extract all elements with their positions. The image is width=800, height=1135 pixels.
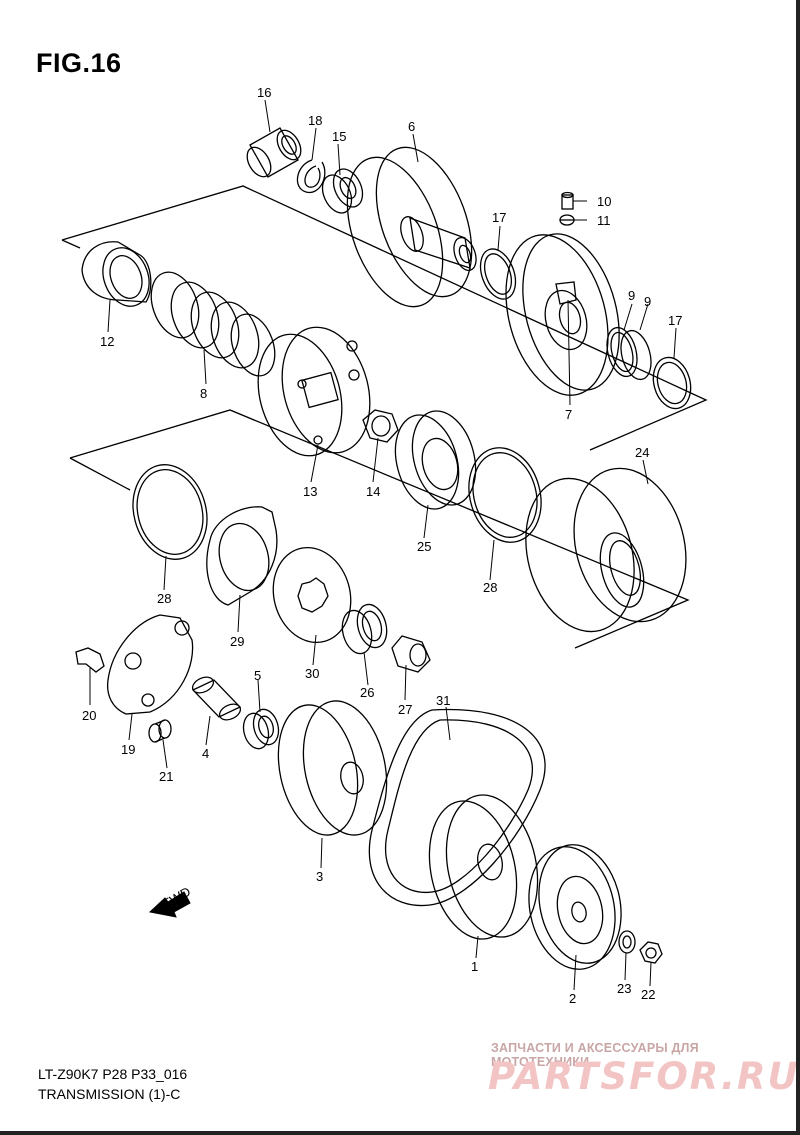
leader-lines [89,99,677,991]
callout-5: 5 [254,668,261,683]
callout-10: 10 [597,194,611,209]
callout-7: 7 [565,407,572,422]
callout-3: 3 [316,869,323,884]
part-circlip [296,159,326,194]
part-drive-nut [639,941,663,964]
part-bushing [341,603,388,655]
part-spacer [391,635,431,673]
watermark-logo: PARTSFOR.RU [488,1055,800,1098]
part-clutch-housing-inner [394,410,477,510]
part-washer [618,930,636,954]
callout-25: 25 [417,539,431,554]
part-drive-face-movable [277,700,388,836]
callout-30: 30 [305,666,319,681]
assembly-outline-lower [69,409,690,649]
callout-14: 14 [366,484,380,499]
part-guide-roller [559,214,575,226]
frame-edge-right [796,0,800,1135]
callout-1: 1 [471,959,478,974]
callout-20: 20 [82,708,96,723]
part-needle-bearing [246,127,302,178]
model-code: LT-Z90K7 P28 P33_016 [38,1066,188,1082]
callout-28a: 28 [483,580,497,595]
assembly-outline-upper [61,185,708,451]
callout-18: 18 [308,113,322,128]
callout-6: 6 [408,119,415,134]
part-spring-seat [81,241,152,307]
watermark-tagline: ЗАПЧАСТИ И АКСЕССУАРЫ ДЛЯ МОТОТЕХНИКИ [491,1041,699,1069]
part-clutch-housing [525,467,687,633]
callout-labels: 16 18 15 6 10 11 17 12 8 9 9 17 7 13 14 … [82,85,682,1006]
callout-19: 19 [121,742,135,757]
part-drive-face-fixed [428,794,539,940]
callout-17b: 17 [668,313,682,328]
callout-9a: 9 [628,288,635,303]
part-guide-pin [561,191,574,210]
part-driven-face-movable [505,233,620,396]
callout-24: 24 [635,445,649,460]
part-driven-face-fixed [346,146,477,308]
callout-26: 26 [360,685,374,700]
part-retainer-clip [75,647,105,673]
part-oil-seal-b [620,329,652,381]
part-washer-plate-left [132,464,208,560]
callout-17: 17 [492,210,506,225]
part-o-ring-lower [652,356,692,410]
callout-23: 23 [617,981,631,996]
callout-11: 11 [597,213,611,228]
callout-28b: 28 [157,591,171,606]
callout-13: 13 [303,484,317,499]
part-washer-plate [468,447,542,543]
part-clutch-nut [362,409,399,443]
part-drive-sleeve [191,676,242,721]
part-toothed-plate [206,506,278,606]
part-clutch-shoe-assembly [257,326,371,457]
callout-15: 15 [332,129,346,144]
callout-4: 4 [202,746,209,761]
callout-31: 31 [436,693,450,708]
part-oil-seal-a [606,326,638,378]
callout-21: 21 [159,769,173,784]
part-ramp-plate [106,614,194,715]
callout-9b: 9 [644,294,651,309]
callout-2: 2 [569,991,576,1006]
section-name: TRANSMISSION (1)-C [38,1086,181,1102]
forward-direction-marker: FWD [148,884,193,918]
callout-16: 16 [257,85,271,100]
frame-edge-bottom [0,1131,800,1135]
part-collar [242,708,280,750]
callout-22: 22 [641,987,655,1002]
part-v-belt [368,708,546,907]
part-weight-roller [148,719,172,743]
callout-29: 29 [230,634,244,649]
callout-8: 8 [200,386,207,401]
part-splined-plate [272,546,352,644]
callout-27: 27 [398,702,412,717]
figure-title: FIG.16 [36,48,122,78]
part-compression-spring [150,271,276,377]
part-cooling-fan [528,844,622,970]
callout-12: 12 [100,334,114,349]
